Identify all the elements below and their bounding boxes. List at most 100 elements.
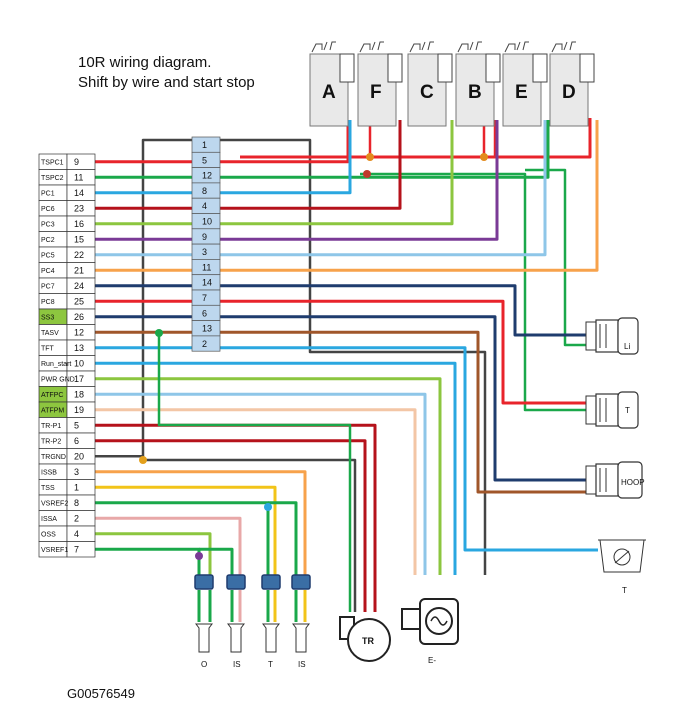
pin-label: PC1 <box>41 191 55 198</box>
solenoid-connector-icon <box>485 53 501 83</box>
speed-sensor: IS <box>226 574 246 669</box>
pin-label: TR-P2 <box>41 439 61 446</box>
pin-number: 4 <box>74 529 79 539</box>
splice-points <box>139 153 488 560</box>
pin-number: 15 <box>74 235 84 245</box>
pin-label: TASV <box>41 330 59 337</box>
splice-dot <box>264 503 272 511</box>
temp-sensor-label: T <box>622 586 627 595</box>
speed-sensor-label: O <box>201 660 207 669</box>
hoop-label: HOOP <box>621 478 645 487</box>
sensor-body-icon <box>227 623 245 653</box>
mid-pin-number: 11 <box>202 262 211 272</box>
sensor-body-icon <box>195 623 213 653</box>
pin-label: PC6 <box>41 206 55 213</box>
pin-number: 24 <box>74 281 84 291</box>
e-motor-label: E- <box>428 656 436 665</box>
solenoid-letter: C <box>420 82 434 103</box>
wire <box>95 120 352 195</box>
pin-number-cell <box>66 510 96 527</box>
wire <box>95 470 307 575</box>
pin-number: 9 <box>74 157 79 167</box>
pin-label: TR-P1 <box>41 423 61 430</box>
solenoid-letter: A <box>322 82 336 103</box>
wire <box>240 118 592 159</box>
solenoid-connector-icon <box>532 53 548 83</box>
solenoid: B <box>455 41 501 127</box>
speed-sensor-label: IS <box>233 660 241 669</box>
left-pin-row: PC8 25 <box>38 293 96 310</box>
pin-label: TSPC2 <box>41 175 64 182</box>
splice-dot <box>363 170 371 178</box>
wire <box>95 485 277 575</box>
pin-number: 5 <box>74 421 79 431</box>
mid-pin-number: 10 <box>202 217 212 227</box>
wire <box>95 377 442 575</box>
solenoid: D <box>549 41 595 127</box>
mid-pin-number: 3 <box>202 247 207 257</box>
t-pressure-label: T <box>625 406 630 415</box>
wire <box>95 501 270 575</box>
t-plug-icon <box>585 391 639 429</box>
pin-label: PC3 <box>41 222 55 229</box>
pin-label: PC5 <box>41 253 55 260</box>
pin-number: 7 <box>74 545 79 555</box>
left-pin-row: TASV 12 <box>38 324 96 341</box>
wire <box>95 120 547 257</box>
pin-number: 18 <box>74 390 84 400</box>
solenoid-letter: B <box>468 82 482 103</box>
tr-label: TR <box>362 636 374 646</box>
pin-label: PC8 <box>41 299 55 306</box>
wire <box>95 120 350 164</box>
solenoid-letter: D <box>562 82 576 103</box>
pin-label: ISSB <box>41 470 57 477</box>
pin-number: 11 <box>74 173 83 183</box>
pin-label: PWR GND <box>41 377 75 384</box>
pin-label: SS3 <box>41 315 54 322</box>
mid-pin-number: 8 <box>202 186 207 196</box>
sensor-connector-icon <box>226 574 246 590</box>
speed-sensor: T <box>261 574 281 669</box>
pin-number: 21 <box>74 266 84 276</box>
left-pin-row: ATFPC 18 <box>38 386 96 403</box>
wire <box>95 299 588 405</box>
wire <box>95 120 599 272</box>
mid-pin-cell <box>191 335 221 352</box>
mid-pin-number: 14 <box>202 278 212 288</box>
solenoid-connector-icon <box>387 53 403 83</box>
solenoid-connector-icon <box>579 53 595 83</box>
wire <box>95 532 212 575</box>
left-pin-row: TSPC2 11 <box>38 169 96 186</box>
wire <box>95 315 590 482</box>
pin-label: OSS <box>41 532 56 539</box>
pin-number: 12 <box>74 328 84 338</box>
pin-number-cell <box>66 417 96 434</box>
wire <box>157 333 352 612</box>
speed-sensor-label: IS <box>298 660 306 669</box>
mid-pin-number: 5 <box>202 155 207 165</box>
wire <box>95 120 402 210</box>
wires <box>95 118 599 622</box>
pin-label: PC2 <box>41 237 55 244</box>
solenoid: A <box>309 41 355 127</box>
pin-number: 25 <box>74 297 84 307</box>
hoop-actuator: HOOP <box>585 461 645 499</box>
pin-label: VSREF2 <box>41 501 68 508</box>
pin-number: 10 <box>74 359 84 369</box>
pin-label: Run_start <box>41 361 71 368</box>
pin-label: ATFPC <box>41 392 63 399</box>
pin-number: 23 <box>74 204 84 214</box>
wire <box>143 458 357 612</box>
pin-label: PC4 <box>41 268 55 275</box>
speed-sensor: O <box>194 574 214 669</box>
